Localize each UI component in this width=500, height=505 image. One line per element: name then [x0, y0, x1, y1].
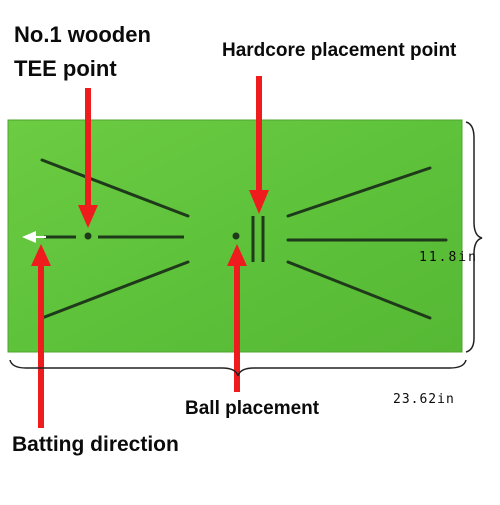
batting-direction-label: Batting direction	[12, 433, 179, 456]
tee-label-line1: No.1 wooden	[14, 22, 151, 47]
height-dimension-label: 11.8in	[419, 250, 478, 265]
tee-point-label: No.1 wooden TEE point	[14, 18, 151, 86]
tee-point-dot	[84, 232, 92, 240]
hardcore-placement-label: Hardcore placement point	[222, 40, 457, 61]
red-arrow-icon	[31, 76, 269, 428]
left-guide-lines	[40, 158, 190, 320]
curly-brace-icon	[9, 121, 483, 377]
hardcore-bars	[251, 216, 265, 262]
ball-placement-label: Ball placement	[185, 398, 320, 419]
ball-point-dot	[232, 232, 240, 240]
left-arrow-icon	[22, 231, 46, 243]
tee-label-line2: TEE point	[14, 56, 117, 81]
right-guide-lines	[286, 166, 448, 320]
width-dimension-label: 23.62in	[393, 392, 455, 407]
